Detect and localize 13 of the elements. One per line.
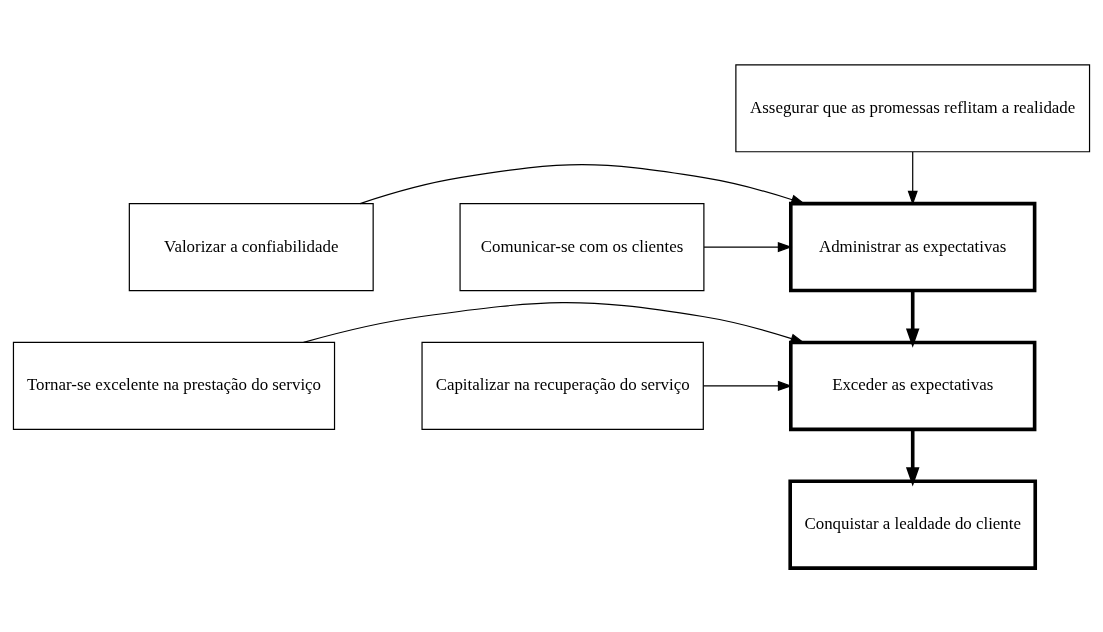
node-box: Capitalizar na recuperação do serviço — [421, 341, 704, 430]
arrow — [359, 163, 806, 204]
node-box: Valorizar a confiabilidade — [128, 202, 374, 291]
node-box: Tornar-se excelente na prestação do serviço — [12, 341, 336, 430]
node-box: Comunicar-se com os clientes — [459, 202, 705, 291]
arrow — [905, 290, 920, 348]
arrow — [905, 429, 920, 487]
arrow — [302, 301, 805, 343]
node-box: Conquistar a lealdade do cliente — [788, 478, 1038, 570]
arrow — [907, 150, 918, 205]
node-box: Assegurar que as promessas reflitam a realidade — [735, 63, 1091, 152]
node-box: Administrar as expectativas — [789, 201, 1037, 292]
node-box: Exceder as expectativas — [789, 340, 1037, 431]
